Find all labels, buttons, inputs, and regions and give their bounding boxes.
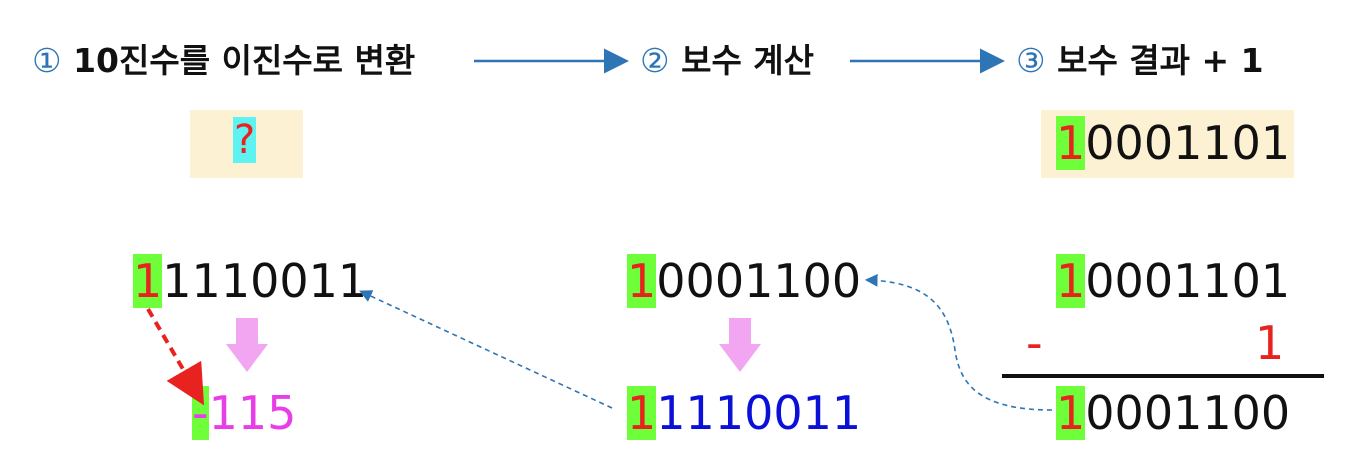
blue-dashed-curve [864, 273, 1053, 411]
step2-top-rest-bits: 0001100 [656, 254, 862, 308]
step2-bottom-binary: 11110011 [627, 386, 861, 440]
result-rest-bits: 0001101 [1085, 116, 1291, 170]
step2-top-binary: 10001100 [627, 254, 861, 308]
step-3-number: ③ [1016, 41, 1046, 80]
step1-rest-bits: 1110011 [162, 254, 368, 308]
question-mark-text: ? [233, 117, 257, 163]
step3-minuend-sign-bit: 1 [1056, 254, 1086, 308]
pink-down-arrow-1 [226, 318, 268, 372]
step-2-number: ② [640, 41, 670, 80]
step-2-title: ② 보수 계산 [640, 44, 814, 77]
step3-difference-sign-bit: 1 [1056, 386, 1086, 440]
subtrahend: 1 [1255, 316, 1285, 370]
subtraction-line [1002, 374, 1324, 378]
step-3-title: ③ 보수 결과 + 1 [1016, 44, 1264, 77]
step-3-label: 보수 결과 + 1 [1057, 41, 1264, 80]
step-2-label: 보수 계산 [681, 41, 815, 80]
step3-minuend: 10001101 [1056, 254, 1290, 308]
step2-bottom-rest-bits: 1110011 [656, 386, 862, 440]
step3-difference-rest: 0001100 [1085, 386, 1291, 440]
step-1-number: ① [32, 41, 62, 80]
result-binary: 10001101 [1056, 116, 1290, 170]
question-mark: ? [233, 117, 257, 163]
step1-sign-bit: 1 [133, 254, 163, 308]
step-1-title: ① 10진수를 이진수로 변환 [32, 44, 415, 77]
step3-difference: 10001100 [1056, 386, 1290, 440]
step2-top-sign-bit: 1 [627, 254, 657, 308]
step1-binary: 11110011 [133, 254, 367, 308]
red-dashed-arrow [146, 307, 205, 406]
pink-down-arrow-2 [719, 318, 761, 372]
decimal-value: 115 [208, 386, 297, 440]
minus-operator: - [1026, 316, 1043, 370]
step-1-label: 10진수를 이진수로 변환 [73, 41, 416, 80]
result-sign-bit: 1 [1056, 116, 1086, 170]
step3-minuend-rest: 0001101 [1085, 254, 1291, 308]
blue-dashed-arrow-left [359, 290, 613, 409]
step2-bottom-sign-bit: 1 [627, 386, 657, 440]
